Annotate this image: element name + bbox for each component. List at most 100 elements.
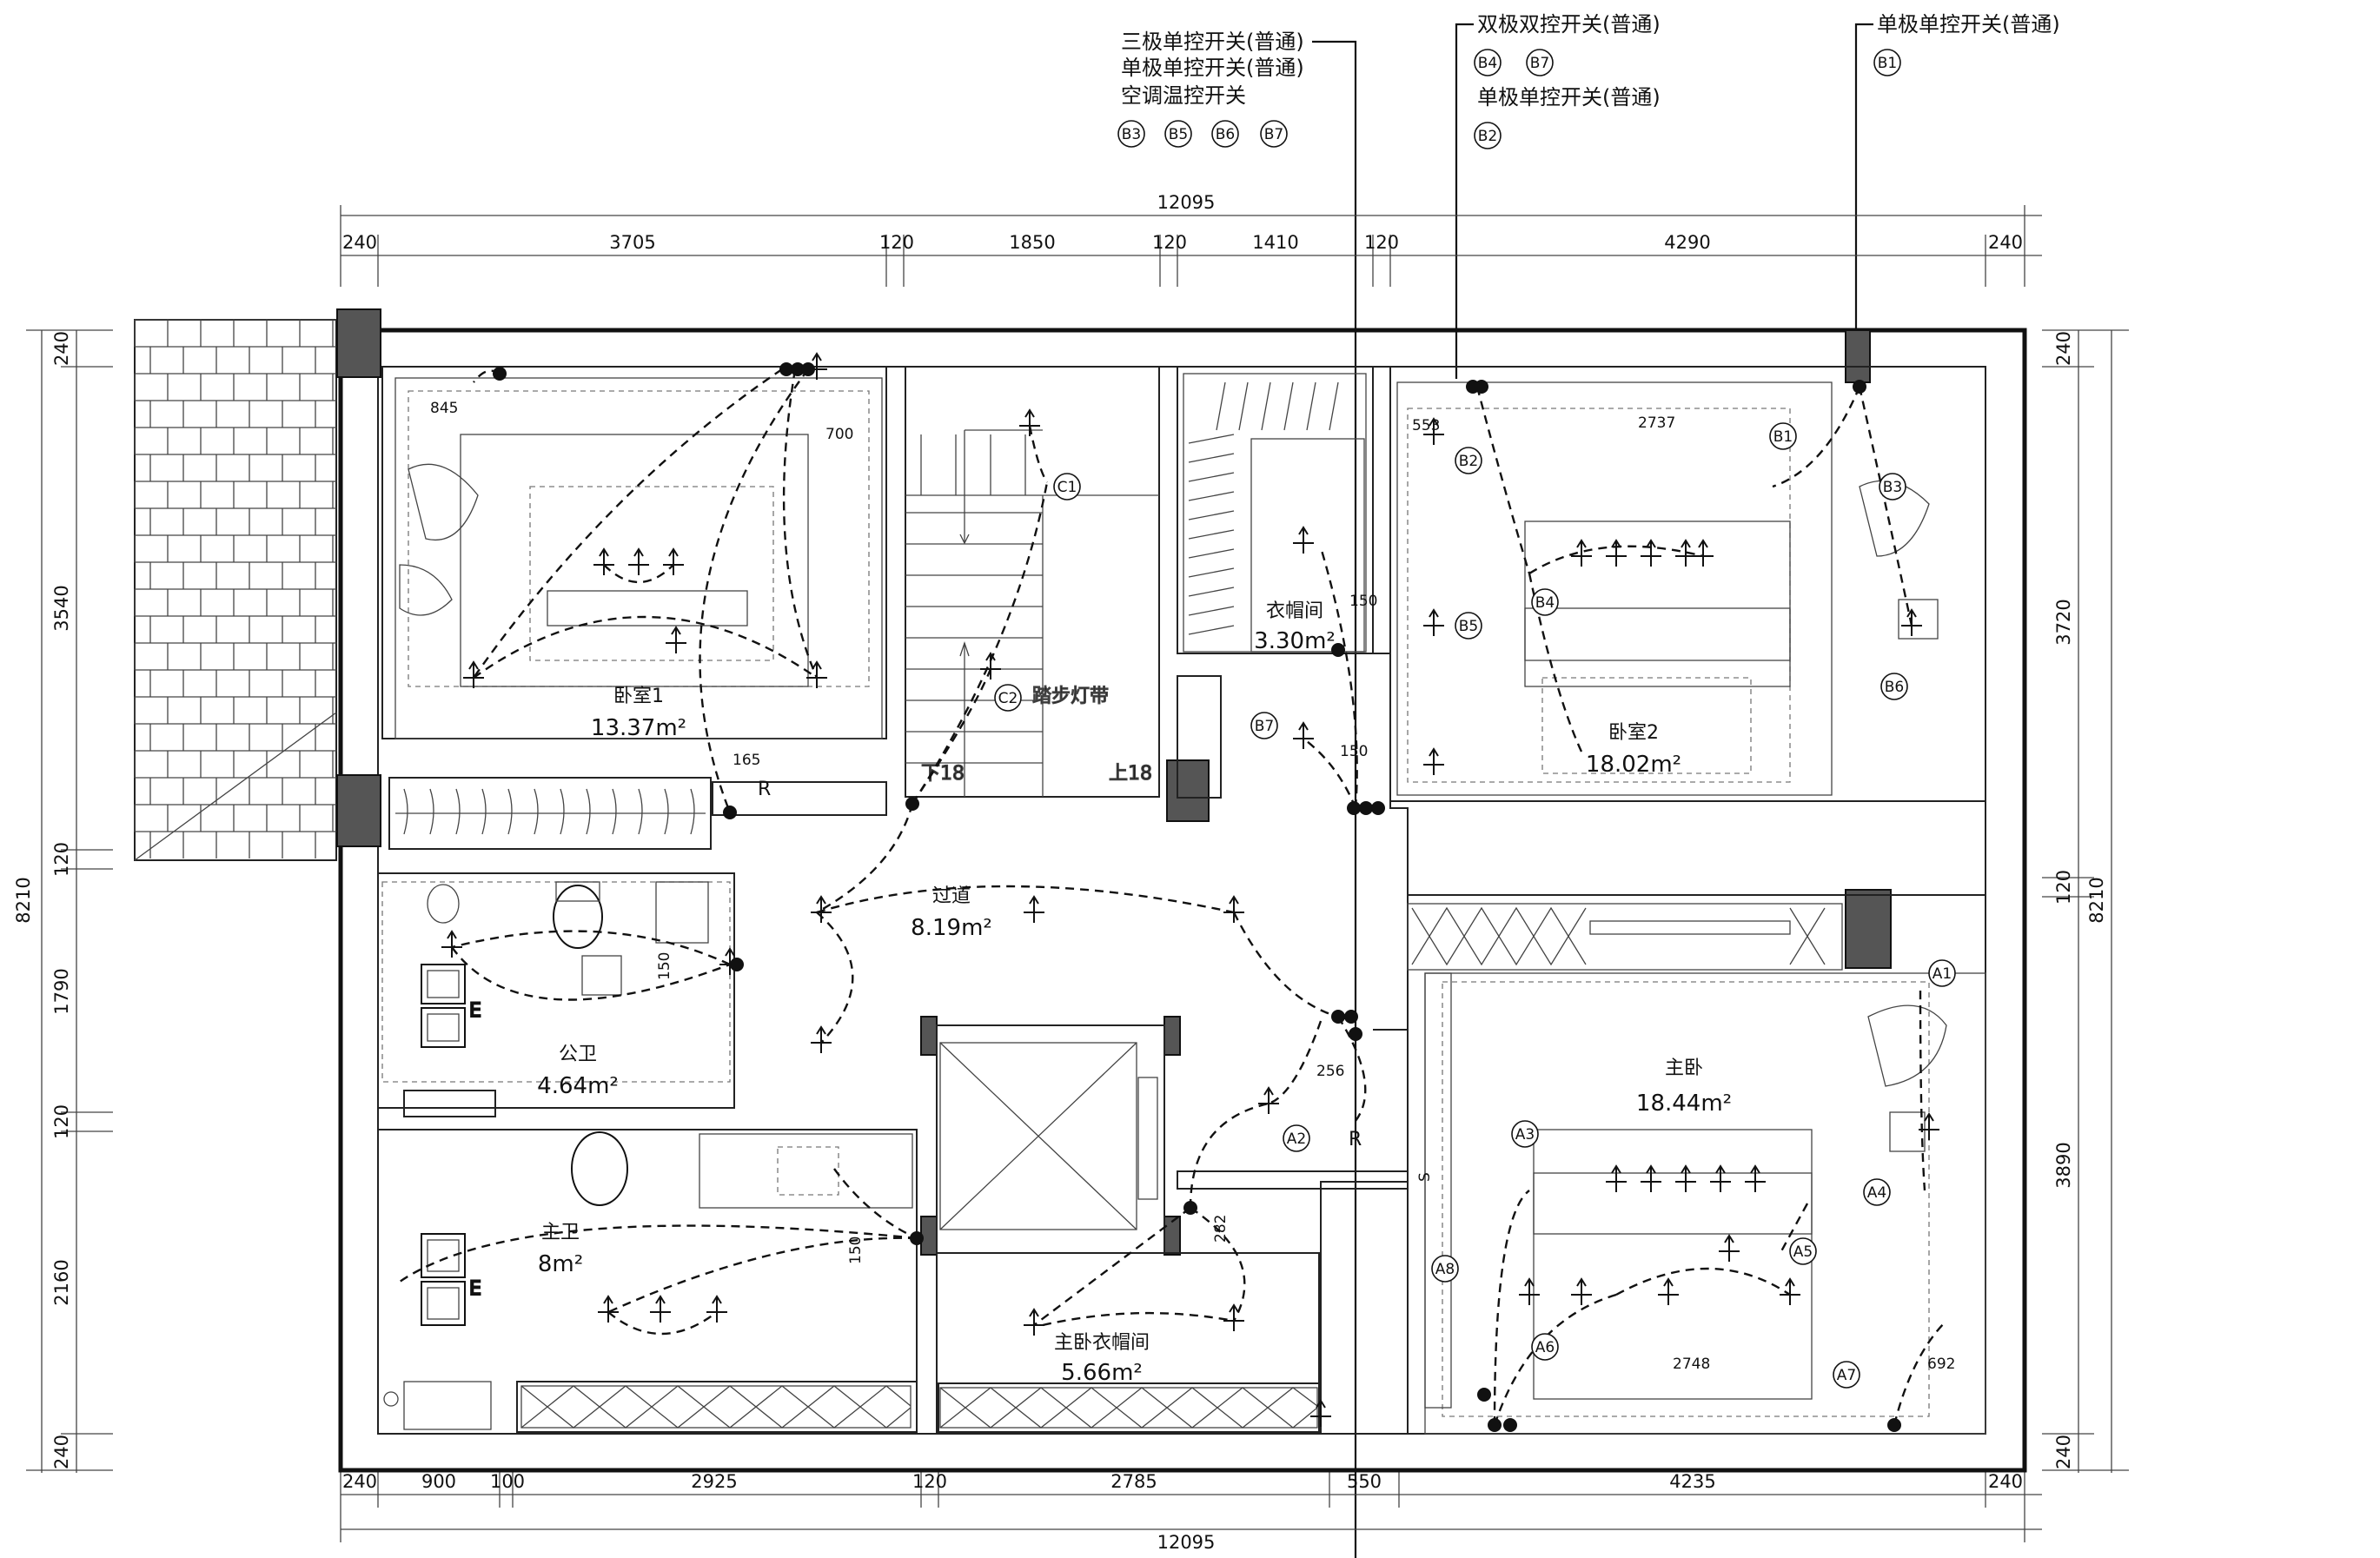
inner-dim-150a: 150 — [656, 952, 673, 980]
top-dim-7: 120 — [1364, 232, 1399, 253]
room-master-name: 主卧 — [1665, 1057, 1703, 1079]
room-master-area: 18.44m² — [1636, 1091, 1732, 1117]
legend-group-1: 三极单控开关(普通) 单极单控开关(普通) 空调温控开关 B3 B5 B6 B7 — [1117, 30, 1357, 1558]
inner-dim-150b: 150 — [1349, 593, 1377, 610]
left-dimensions: 240 3540 120 1790 120 2160 240 8210 — [13, 329, 113, 1473]
switch-tag-b2: B2 — [1459, 453, 1478, 470]
switch-tag-a7: A7 — [1837, 1367, 1856, 1384]
master-bath-cabinet — [520, 1385, 912, 1429]
master-furniture — [1424, 972, 1947, 1417]
bottom-dim-7: 550 — [1347, 1471, 1382, 1492]
room-public-bath-area: 4.64m² — [537, 1073, 619, 1099]
switch-tag-a5: A5 — [1793, 1243, 1813, 1261]
top-dim-4: 1850 — [1009, 232, 1055, 253]
switch-tag-c2: C2 — [998, 690, 1018, 707]
master-bath-fixtures: E — [383, 1131, 913, 1430]
room-public-bath-name: 公卫 — [559, 1044, 597, 1065]
top-dim-1: 240 — [342, 232, 377, 253]
legend-g2-leader — [1455, 23, 1474, 379]
right-dim-3: 120 — [2053, 870, 2074, 905]
top-dim-2: 3705 — [609, 232, 655, 253]
legend-g1-leader — [1312, 40, 1357, 1558]
master-closet-cabinet — [939, 1387, 1318, 1429]
wardrobe-bedroom1 — [395, 788, 706, 835]
left-dim-1: 240 — [51, 331, 72, 366]
bottom-dim-8: 4235 — [1669, 1471, 1715, 1492]
legend-g1-tag-1: B3 — [1122, 126, 1141, 143]
outer-walls — [338, 328, 2027, 1473]
switch-tag-b6: B6 — [1885, 679, 1904, 696]
right-dim-5: 240 — [2053, 1435, 2074, 1469]
bottom-dim-3: 100 — [490, 1471, 525, 1492]
right-dim-1: 240 — [2053, 331, 2074, 366]
switch-tag-a6: A6 — [1535, 1339, 1555, 1356]
legend-g2-tag-2: B7 — [1530, 55, 1549, 72]
inner-dim-845: 845 — [430, 400, 458, 417]
inner-dim-165: 165 — [733, 752, 760, 769]
inner-dim-553: 553 — [1412, 417, 1440, 434]
bottom-total-dim: 12095 — [1157, 1532, 1216, 1553]
master-bath-exhaust: E — [469, 1278, 481, 1300]
left-dim-7: 240 — [51, 1435, 72, 1469]
top-dim-3: 120 — [879, 232, 914, 253]
circuit-lines — [399, 368, 1947, 1426]
switch-tag-a1: A1 — [1933, 965, 1952, 983]
legend-g3-line1: 单极单控开关(普通) — [1877, 12, 2060, 36]
legend-g1-line2: 单极单控开关(普通) — [1121, 56, 1304, 80]
inner-dim-150d: 150 — [847, 1236, 865, 1264]
top-dim-5: 120 — [1152, 232, 1187, 253]
wardrobe-bedroom2-master — [1411, 906, 1826, 966]
switch-tag-b3: B3 — [1883, 479, 1902, 496]
legend-g2-tag-1: B4 — [1478, 55, 1497, 72]
switch-tag-a2: A2 — [1287, 1130, 1306, 1148]
switch-tag-c1: C1 — [1057, 479, 1077, 496]
room-closet-area: 3.30m² — [1254, 628, 1336, 654]
top-dim-6: 1410 — [1252, 232, 1298, 253]
room-corridor-name: 过道 — [932, 885, 971, 907]
inner-dim-700: 700 — [825, 426, 853, 443]
room-bedroom2-name: 卧室2 — [1608, 722, 1659, 744]
legend-g1-line3: 空调温控开关 — [1121, 83, 1246, 108]
right-dim-4: 3890 — [2053, 1142, 2074, 1188]
closet-shelving — [1183, 373, 1367, 653]
switch-tag-b5: B5 — [1459, 618, 1478, 635]
inner-dimensions: 845 700 165 150 553 2737 150 150 256 282… — [430, 400, 1955, 1373]
bedroom1-furniture — [399, 390, 870, 687]
inner-dim-282: 282 — [1212, 1215, 1230, 1243]
left-dim-3: 120 — [51, 842, 72, 877]
interior-walls — [377, 366, 1986, 1435]
top-dim-8: 4290 — [1664, 232, 1710, 253]
switch-tag-a3: A3 — [1515, 1126, 1535, 1144]
left-dim-5: 120 — [51, 1104, 72, 1139]
inner-dim-150c: 150 — [1340, 743, 1368, 760]
elevator-shaft — [939, 1042, 1158, 1230]
light-fixtures — [441, 352, 1939, 1427]
legend-g1-tag-2: B5 — [1169, 126, 1188, 143]
public-bath-fixtures: E — [381, 881, 731, 1083]
room-master-bath-name: 主卫 — [541, 1222, 580, 1243]
bottom-dim-2: 900 — [421, 1471, 456, 1492]
legend-group-3: 单极单控开关(普通) B1 — [1854, 12, 2060, 386]
room-closet-name: 衣帽间 — [1266, 600, 1323, 622]
room-bedroom1-area: 13.37m² — [591, 715, 686, 741]
bottom-dim-5: 120 — [912, 1471, 947, 1492]
stair-up-label: 上18 — [1109, 763, 1152, 785]
radiator-marker-1: R — [758, 779, 771, 800]
legend-g1-line1: 三极单控开关(普通) — [1121, 30, 1304, 54]
right-dim-2: 3720 — [2053, 599, 2074, 645]
bottom-dim-6: 2785 — [1110, 1471, 1157, 1492]
room-master-closet-area: 5.66m² — [1061, 1360, 1143, 1386]
inner-dim-256: 256 — [1316, 1063, 1344, 1080]
bottom-dim-4: 2925 — [691, 1471, 737, 1492]
top-total-dim: 12095 — [1157, 192, 1216, 213]
stair-light-strip-label: 踏步灯带 — [1032, 686, 1109, 707]
bottom-dim-1: 240 — [342, 1471, 377, 1492]
switch-tag-b1: B1 — [1773, 428, 1793, 446]
legend-g3-leader — [1854, 23, 1873, 386]
switch-tag-b4: B4 — [1535, 594, 1555, 612]
room-bedroom2-area: 18.02m² — [1586, 752, 1681, 778]
bottom-dimensions: 240 900 100 2925 120 2785 550 4235 240 1… — [340, 1468, 2042, 1553]
switch-tag-b7: B7 — [1255, 718, 1274, 735]
structural-columns — [336, 308, 1892, 1256]
